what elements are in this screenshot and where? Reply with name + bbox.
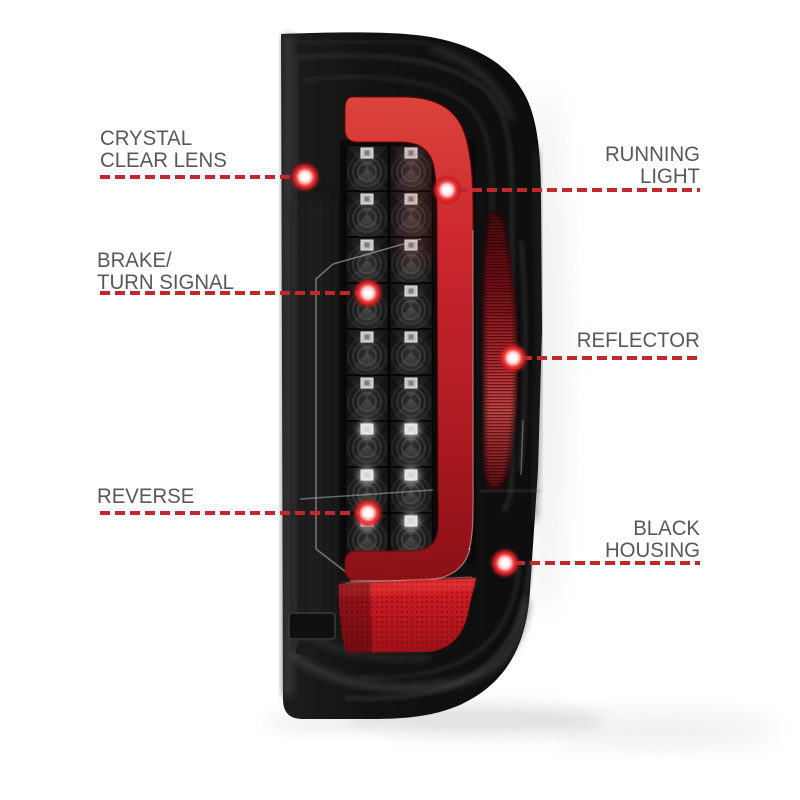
housing-lower-detail [288,612,336,654]
label-reflector: REFLECTOR [576,329,700,352]
label-reverse: REVERSE [97,485,195,508]
label-running-light: RUNNING LIGHT [604,143,700,188]
label-black-housing: BLACK HOUSING [604,517,700,562]
callout-dot-running-light [431,174,463,206]
callout-dot-black-housing [489,547,521,579]
callout-line-reverse [100,511,360,515]
callout-line-reflector [522,356,700,360]
callout-dot-reflector [497,342,529,374]
label-crystal-clear-lens: CRYSTAL CLEAR LENS [100,127,227,172]
label-brake-turn-signal: BRAKE/ TURN SIGNAL [97,249,234,294]
reverse-led-glow [360,422,418,528]
callout-line-brake-turn-signal [100,291,360,295]
callout-line-running-light [457,188,700,192]
callout-dot-brake-turn-signal [352,277,384,309]
callout-dot-reverse [352,497,384,529]
callout-dot-crystal-clear-lens [289,161,321,193]
bottom-reflector [338,576,476,653]
callout-line-crystal-clear-lens [100,175,295,179]
callout-line-black-housing [515,561,700,565]
